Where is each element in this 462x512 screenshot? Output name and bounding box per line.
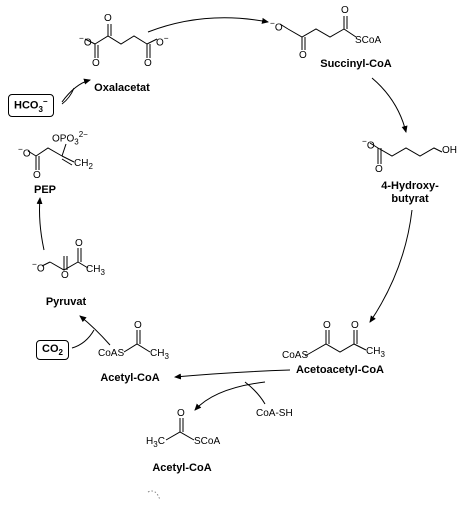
succinyl-coa-structure (279, 16, 357, 50)
oxalacetate-o-bottom-right: O (144, 58, 152, 69)
succinyl-o-bottom: O (299, 50, 307, 61)
bicarbonate-box: HCO3− (8, 94, 54, 117)
pyruvate-o-bottom: O (61, 270, 69, 281)
acetylcoa-cycle-o: O (134, 320, 142, 331)
acetoacetyl-coa-label: Acetoacetyl-CoA (295, 364, 385, 376)
hydroxybutyrate-label-line2: butyrat (391, 193, 429, 205)
acetylcoa-product-scoa: SCoA (194, 436, 221, 447)
pep-ch2: CH2 (74, 158, 93, 171)
cycle-arrows (36, 17, 413, 411)
acetylcoa-product-h3c: H3C (146, 436, 165, 449)
dotted-arc (147, 490, 161, 501)
hydroxybutyrate-ominus: −O (362, 136, 375, 152)
acetoacetyl-coa-structure (304, 330, 367, 357)
acetoacetyl-coas: CoAS (282, 350, 309, 361)
acetoacetyl-o-left: O (323, 320, 331, 331)
hydroxybutyrate-structure (369, 142, 443, 164)
succinyl-o-top: O (341, 5, 349, 16)
pyruvate-ch3: CH3 (86, 264, 105, 277)
acetylcoa-cycle-ch3: CH3 (150, 348, 169, 361)
succinyl-scoa: SCoA (355, 35, 382, 46)
succinyl-coa-label: Succinyl-CoA (320, 58, 392, 70)
acetylcoa-product-o: O (177, 408, 185, 419)
pep-label: PEP (33, 184, 57, 196)
pyruvate-structure (41, 248, 89, 271)
hydroxybutyrate-oh: OH (442, 145, 457, 156)
hydroxybutyrate-o: O (375, 164, 383, 175)
arrow-hydroxybutyrate-to-acetoacetyl (369, 209, 413, 323)
oxalacetate-label: Oxalacetat (94, 82, 150, 94)
hook-co2 (71, 329, 95, 349)
cofactor-hooks (61, 87, 266, 405)
arrow-pyruvate-to-pep (36, 197, 45, 251)
succinyl-ominus: −O (270, 18, 283, 34)
arrow-acetylcoa-split-to-product (194, 381, 266, 411)
oxalacetate-o-top: O (104, 13, 112, 24)
acetyl-coa-product-structure (165, 418, 195, 441)
coash-label: CoA-SH (256, 408, 293, 419)
arrow-succinyl-to-hydroxybutyrate (371, 77, 408, 133)
arrow-acetoacetyl-to-acetylcoa (174, 369, 291, 380)
acetyl-coa-cycle-structure (123, 330, 151, 353)
hook-bicarbonate (61, 87, 75, 105)
pyruvate-o-top: O (75, 238, 83, 249)
hydroxybutyrate-label-line1: 4-Hydroxy- (381, 180, 439, 192)
acetyl-coa-product-label: Acetyl-CoA (152, 462, 212, 474)
arrow-acetylcoa-to-pyruvate (79, 315, 111, 346)
pyruvate-ominus: −O (32, 259, 45, 275)
pep-structure (27, 143, 75, 170)
hook-coash (244, 381, 266, 405)
oxalacetate-o-bottom-left: O (92, 58, 100, 69)
pep-opo3: OPO32− (52, 130, 88, 147)
pep-ominus: −O (18, 144, 31, 160)
pep-o: O (33, 170, 41, 181)
acetoacetyl-ch3: CH3 (366, 346, 385, 359)
arrow-pep-to-oxalacetate (61, 78, 91, 103)
co2-box: CO2 (36, 340, 69, 361)
arrow-oxalacetate-to-succinyl (147, 17, 269, 33)
acetoacetyl-o-right: O (351, 320, 359, 331)
oxalacetate-structure (84, 24, 158, 58)
acetylcoa-cycle-coas: CoAS (98, 348, 125, 359)
acetyl-coa-cycle-label: Acetyl-CoA (100, 372, 160, 384)
oxalacetate-ominus-right: O− (156, 33, 169, 49)
oxalacetate-ominus-left: −O (79, 33, 92, 49)
pyruvate-label: Pyruvat (45, 296, 87, 308)
